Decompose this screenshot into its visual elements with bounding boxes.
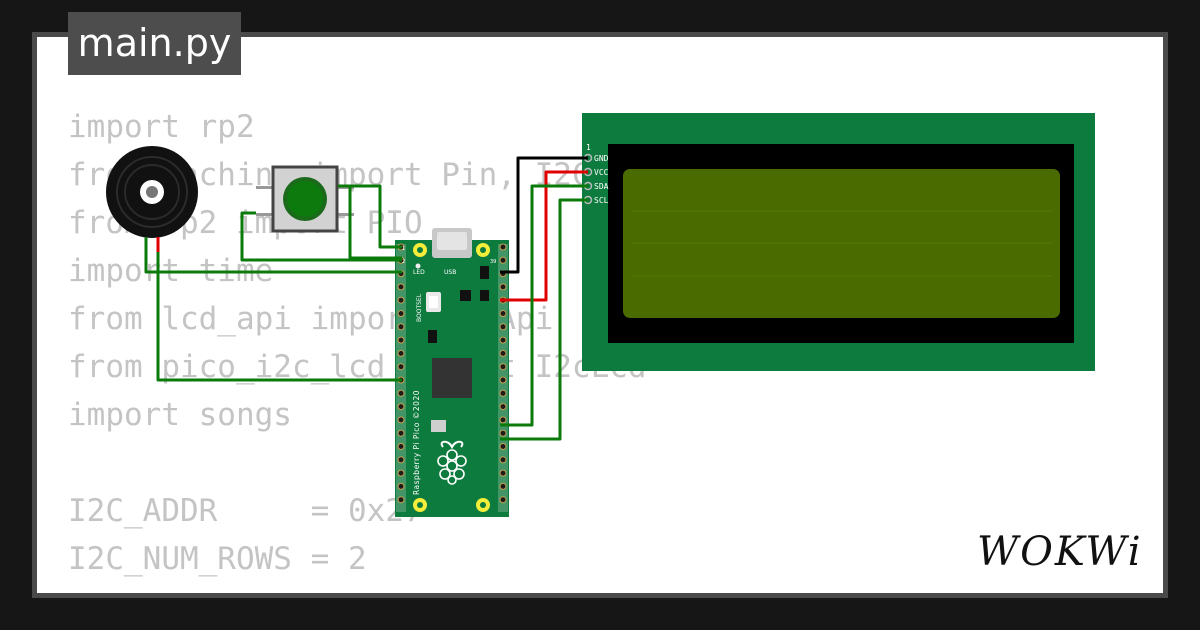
pico-pin-hole (499, 310, 507, 317)
pico-pin-hole (499, 469, 507, 477)
pushbutton[interactable] (256, 165, 354, 233)
wire-button-a (240, 211, 402, 262)
pico-pin-hole (397, 469, 405, 477)
led-indicator (415, 263, 421, 269)
pico-pin-hole (397, 429, 405, 437)
wire-lcd-gnd (500, 156, 588, 274)
pico-pin-hole (499, 403, 507, 411)
pico-pin-hole (397, 389, 405, 397)
wire-buzzer-gnd (144, 237, 402, 274)
pico-pin-hole (397, 456, 405, 464)
pico-pin-hole (397, 323, 405, 331)
pico-pin-hole (499, 389, 507, 397)
pico-pin-hole (499, 429, 507, 437)
wires (144, 156, 588, 441)
wire-lcd-sda (500, 184, 588, 427)
pico-pin-hole (397, 496, 405, 504)
pico-pin-hole (499, 256, 507, 264)
pico-pin-hole (397, 482, 405, 490)
wire-lcd-scl (500, 198, 588, 441)
pin-label-1: 1 (402, 246, 405, 252)
pico-pin-hole (499, 456, 507, 464)
pico-pin-hole (397, 349, 405, 357)
lcd-pin-vcc: VCC (594, 168, 609, 177)
pico-pin-hole (397, 283, 405, 291)
pico-pin-hole (397, 296, 405, 304)
lcd-pin-gnd: GND (594, 154, 609, 163)
pico-pin-hole (397, 443, 405, 450)
pico-pin-hole (397, 336, 405, 344)
pico-pin-hole (499, 323, 507, 331)
pico-pin-hole (499, 283, 507, 291)
pico-pin-hole (397, 416, 405, 424)
pico-pin-hole (499, 376, 507, 384)
code-line: import rp2 (68, 109, 255, 145)
wire-button-d (338, 184, 402, 249)
pin-label-39: 39 (490, 259, 496, 265)
pico-pin-hole (499, 496, 507, 504)
led-label: LED (413, 269, 425, 276)
pico-pin-hole (499, 443, 507, 450)
pico-pin-hole (499, 243, 507, 251)
file-tab[interactable]: main.py (68, 12, 241, 75)
lcd-pin-one-label: 1 (586, 143, 591, 152)
rp2040-chip (432, 358, 472, 398)
code-line: import songs (68, 397, 292, 433)
wokwi-logo[interactable]: WOKWi (975, 527, 1155, 577)
code-line: from machine import Pin, I2C (68, 157, 591, 193)
lcd-display[interactable]: 1 GND VCC SDA SCL (582, 113, 1095, 371)
pin-label-2: 2 (402, 259, 405, 265)
wire-buzzer-signal (156, 237, 402, 382)
buzzer[interactable] (106, 146, 198, 238)
wokwi-logo-text: WOKWi (977, 529, 1143, 575)
wire-lcd-vcc (500, 170, 588, 302)
pico-pin-hole (499, 482, 507, 490)
bootsel-label: BOOTSEL (416, 293, 423, 322)
code-line: I2C_NUM_ROWS = 2 (68, 541, 367, 577)
pico-pin-hole (397, 363, 405, 371)
pico-board[interactable]: LED USB 1 2 39 BOOTSEL Raspberry Pi Pico… (395, 228, 509, 517)
lcd-char-grid (631, 210, 1052, 277)
lcd-pin-scl: SCL (594, 196, 609, 205)
code-line: I2C_NUM_COLS = 16 (68, 583, 647, 593)
lcd-pin-sda: SDA (594, 182, 609, 191)
pico-pin-hole (397, 403, 405, 411)
pico-pin-hole (397, 310, 405, 317)
pico-pin-hole (499, 416, 507, 424)
raspberry-logo-icon (437, 440, 467, 485)
pico-pin-hole (499, 336, 507, 344)
pico-pin-hole (499, 349, 507, 357)
pico-board-text: Raspberry Pi Pico ©2020 (412, 390, 421, 495)
pico-pin-hole (499, 363, 507, 371)
usb-label: USB (444, 269, 456, 276)
